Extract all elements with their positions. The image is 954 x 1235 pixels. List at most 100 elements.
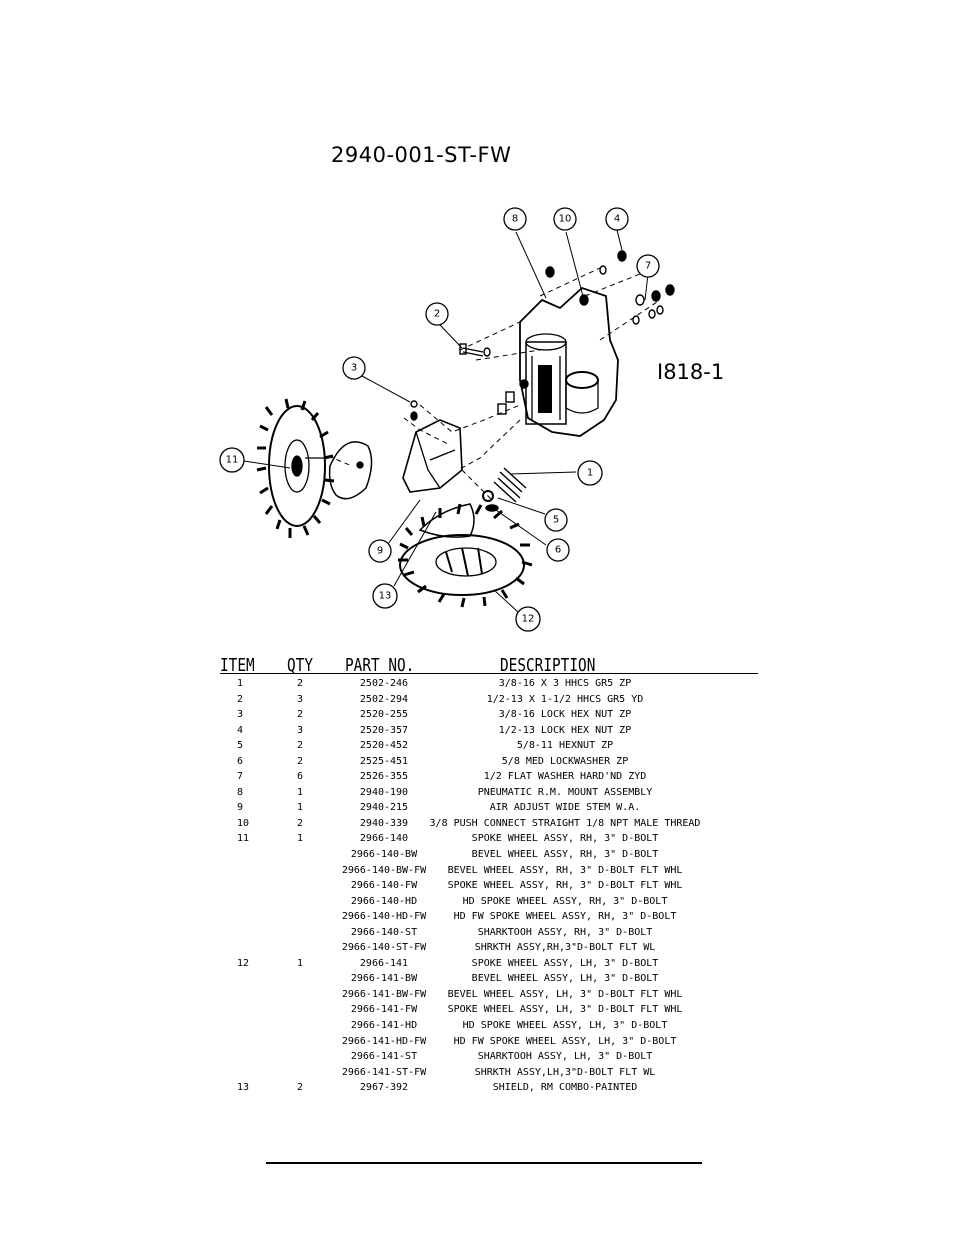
header-qty: QTY (287, 655, 314, 676)
header-item: ITEM (220, 655, 255, 676)
part-number-cell: 2966-141-HD-FW (341, 1035, 427, 1047)
part-number-cell: 2520-452 (359, 740, 409, 752)
drawing-number: I818-1 (657, 360, 725, 384)
description-cell: HD SPOKE WHEEL ASSY, RH, 3" D-BOLT (462, 895, 668, 907)
description-cell: 5/8 MED LOCKWASHER ZP (501, 755, 629, 767)
description-cell: SPOKE WHEEL ASSY, LH, 3" D-BOLT FLT WHL (447, 1004, 683, 1016)
description-cell: 1/2-13 LOCK HEX NUT ZP (498, 724, 632, 736)
description-cell: BEVEL WHEEL ASSY, LH, 3" D-BOLT FLT WHL (447, 988, 683, 1000)
part-number-cell: 2966-140-FW (350, 880, 418, 892)
spoke-wheel-11-drawing (256, 398, 335, 538)
description-cell: SPOKE WHEEL ASSY, LH, 3" D-BOLT (471, 957, 659, 969)
qty-cell: 2 (297, 1082, 304, 1094)
item-cell: 7 (237, 771, 244, 783)
qty-cell: 1 (297, 833, 304, 845)
description-cell: SHRKTH ASSY,RH,3"D-BOLT FLT WL (474, 942, 656, 954)
callout-11: 11 (226, 455, 239, 466)
spoke-wheel-12-drawing (398, 503, 533, 608)
part-number-cell: 2966-140-ST-FW (341, 942, 427, 954)
callout-10: 10 (559, 214, 572, 225)
description-cell: SPOKE WHEEL ASSY, RH, 3" D-BOLT (471, 833, 659, 845)
item-cell: 5 (237, 740, 244, 752)
description-cell: SHARKTOOH ASSY, RH, 3" D-BOLT (477, 926, 653, 938)
part-number-cell: 2526-355 (359, 771, 409, 783)
item-cell: 13 (237, 1082, 250, 1094)
description-cell: HD FW SPOKE WHEEL ASSY, LH, 3" D-BOLT (453, 1035, 677, 1047)
description-cell: HD FW SPOKE WHEEL ASSY, RH, 3" D-BOLT (453, 911, 677, 923)
part-number-cell: 2520-255 (359, 709, 409, 721)
item-cell: 1 (237, 678, 244, 689)
item-cell: 12 (237, 957, 250, 969)
exploded-assembly-diagram: 8 10 4 7 2 3 11 1 5 6 9 13 12 (219, 207, 675, 632)
description-cell: 3/8-16 LOCK HEX NUT ZP (498, 709, 632, 721)
part-number-cell: 2520-357 (359, 724, 409, 736)
description-cell: BEVEL WHEEL ASSY, RH, 3" D-BOLT (471, 849, 659, 861)
callout-5: 5 (553, 515, 559, 526)
qty-cell: 2 (297, 755, 304, 767)
qty-cell: 1 (297, 786, 304, 798)
part-number-cell: 2966-140-HD-FW (341, 911, 427, 923)
part-number-cell: 2966-141-BW (350, 973, 418, 985)
callout-12: 12 (522, 614, 535, 625)
part-number-cell: 2966-141 (359, 957, 409, 969)
callout-8: 8 (512, 214, 518, 225)
description-cell: 1/2 FLAT WASHER HARD'ND ZYD (483, 771, 647, 783)
assembly-number: 2940-001-ST-FW (331, 143, 512, 167)
qty-cell: 2 (297, 817, 304, 829)
part-number-cell: 2940-215 (359, 802, 409, 814)
callout-4: 4 (614, 214, 620, 225)
description-cell: 5/8-11 HEXNUT ZP (516, 740, 614, 752)
description-cell: 1/2-13 X 1-1/2 HHCS GR5 YD (486, 693, 644, 705)
part-number-cell: 2966-140-BW (350, 849, 418, 861)
item-cell: 10 (237, 817, 250, 829)
qty-cell: 6 (297, 771, 304, 783)
part-number-cell: 2502-294 (359, 693, 409, 705)
header-rule (220, 673, 758, 674)
part-number-cell: 2940-190 (359, 786, 409, 798)
part-number-cell: 2966-141-HD (350, 1020, 418, 1032)
callout-3: 3 (351, 363, 357, 374)
qty-cell: 1 (297, 802, 304, 814)
description-cell: BEVEL WHEEL ASSY, RH, 3" D-BOLT FLT WHL (447, 864, 683, 876)
footer-rule (266, 1162, 702, 1164)
callout-13: 13 (379, 591, 392, 602)
part-number-cell: 2966-141-ST (350, 1051, 418, 1063)
item-cell: 6 (237, 755, 244, 767)
header-part-no: PART NO. (345, 655, 415, 676)
qty-cell: 2 (297, 709, 304, 721)
description-cell: PNEUMATIC R.M. MOUNT ASSEMBLY (477, 786, 653, 798)
qty-cell: 2 (297, 740, 304, 752)
item-cell: 2 (237, 693, 244, 705)
part-number-cell: 2966-141-BW-FW (341, 988, 427, 1000)
item-cell: 3 (237, 709, 244, 721)
part-number-cell: 2966-140-ST (350, 926, 418, 938)
description-cell: SPOKE WHEEL ASSY, RH, 3" D-BOLT FLT WHL (447, 880, 683, 892)
part-number-cell: 2966-140-HD (350, 895, 418, 907)
part-number-cell: 2502-246 (359, 678, 409, 689)
part-number-cell: 2940-339 (359, 817, 409, 829)
callout-2: 2 (434, 309, 440, 320)
qty-cell: 2 (297, 678, 304, 689)
part-number-cell: 2967-392 (359, 1082, 409, 1094)
part-number-cell: 2966-140 (359, 833, 409, 845)
part-number-cell: 2525-451 (359, 755, 409, 767)
callout-9: 9 (377, 546, 383, 557)
description-cell: BEVEL WHEEL ASSY, LH, 3" D-BOLT (471, 973, 659, 985)
description-cell: SHRKTH ASSY,LH,3"D-BOLT FLT WL (474, 1066, 656, 1078)
item-cell: 9 (237, 802, 244, 814)
callout-6: 6 (555, 545, 561, 556)
description-cell: SHARKTOOH ASSY, LH, 3" D-BOLT (477, 1051, 653, 1063)
qty-cell: 3 (297, 693, 304, 705)
callout-7: 7 (645, 261, 651, 272)
qty-cell: 3 (297, 724, 304, 736)
item-cell: 4 (237, 724, 244, 736)
part-number-cell: 2966-141-FW (350, 1004, 418, 1016)
description-cell: 3/8-16 X 3 HHCS GR5 ZP (498, 678, 632, 689)
header-description: DESCRIPTION (500, 655, 596, 676)
description-cell: HD SPOKE WHEEL ASSY, LH, 3" D-BOLT (462, 1020, 668, 1032)
description-cell: AIR ADJUST WIDE STEM W.A. (489, 802, 641, 814)
item-cell: 11 (237, 833, 250, 845)
callout-1: 1 (587, 468, 593, 479)
mount-housing-8-drawing (519, 286, 619, 437)
description-cell: 3/8 PUSH CONNECT STRAIGHT 1/8 NPT MALE T… (429, 817, 701, 829)
